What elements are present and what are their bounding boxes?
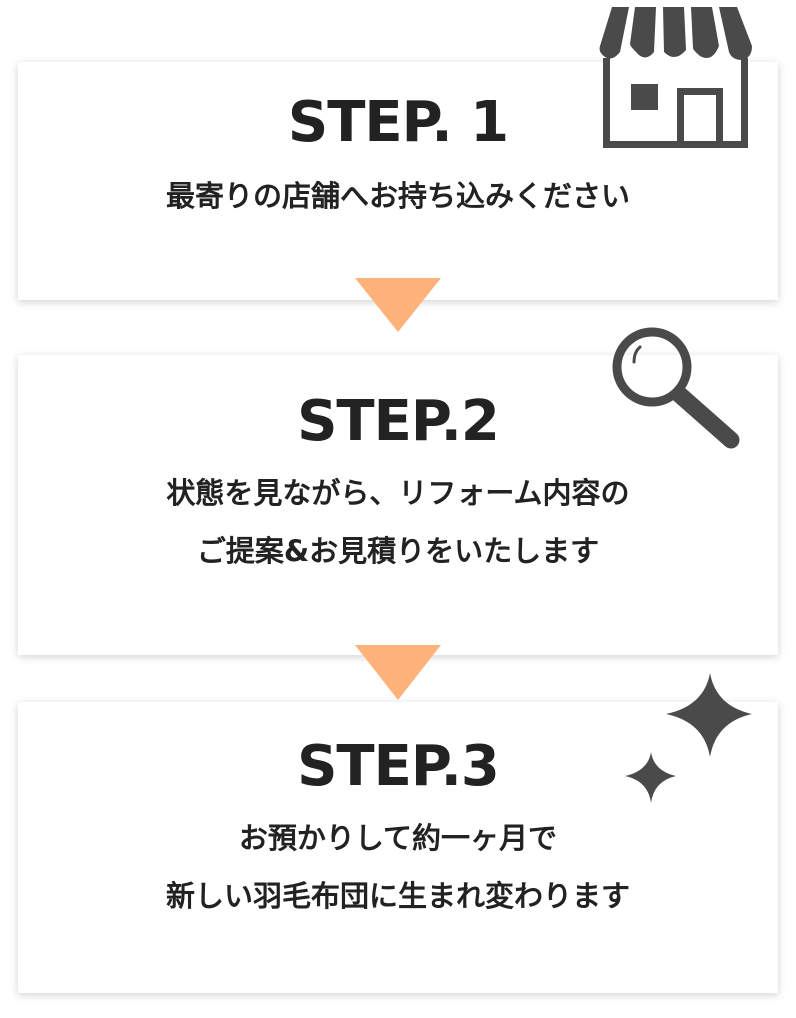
step-2-line-2: ご提案&お見積りをいたします bbox=[196, 534, 600, 568]
step-1-title: STEP. 1 bbox=[287, 90, 509, 155]
step-3-line-2: 新しい羽毛布団に生まれ変わります bbox=[165, 879, 630, 913]
magnifier-icon bbox=[612, 327, 740, 449]
step-2-line-1: 状態を見ながら、リフォーム内容の bbox=[166, 476, 630, 510]
down-arrow-1 bbox=[355, 278, 441, 332]
step-1-line-1: 最寄りの店舗へお持ち込みください bbox=[165, 179, 630, 213]
step-2-description: 状態を見ながら、リフォーム内容の ご提案&お見積りをいたします bbox=[18, 464, 778, 580]
step-2-title: STEP.2 bbox=[297, 389, 500, 454]
sparkle-icon bbox=[625, 673, 752, 803]
store-icon bbox=[599, 0, 752, 148]
step-3-title: STEP.3 bbox=[297, 734, 500, 799]
step-1-description: 最寄りの店舗へお持ち込みください bbox=[18, 167, 778, 225]
step-3-description: お預かりして約一ヶ月で 新しい羽毛布団に生まれ変わります bbox=[18, 809, 778, 925]
step-3-line-1: お預かりして約一ヶ月で bbox=[238, 821, 558, 855]
down-arrow-2 bbox=[355, 645, 441, 700]
step-3-card: STEP.3 お預かりして約一ヶ月で 新しい羽毛布団に生まれ変わります bbox=[18, 702, 778, 993]
